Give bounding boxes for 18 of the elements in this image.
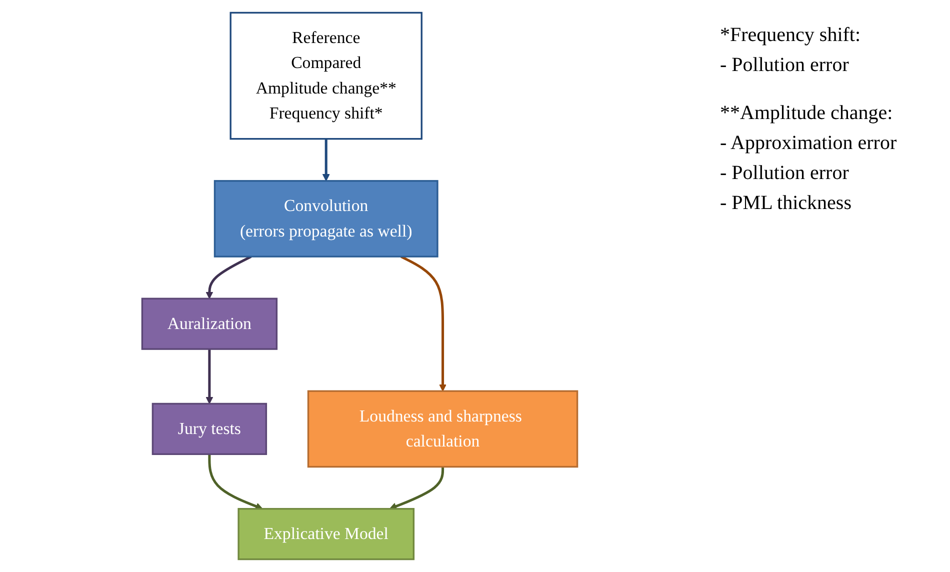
node-box: Loudness and sharpness calculation [308,390,578,468]
arrow [208,454,264,510]
node-box: Reference Compared Amplitude change** Frequency shift* [230,12,423,140]
node-box: Auralization [142,298,278,350]
arrow [400,255,447,392]
arrow [322,138,330,182]
note-item: - Approximation error [720,131,897,156]
note-item: - Pollution error [720,161,850,186]
note-heading: **Amplitude change: [720,101,894,126]
node-box: Jury tests [152,402,268,455]
arrow [206,349,214,404]
node-box: Convolution (errors propagate as well) [214,180,439,258]
arrow [206,255,252,299]
arrow [390,466,444,510]
note-item: - PML thickness [720,191,852,216]
node-box: Explicative Model [238,508,415,560]
note-item: - Pollution error [720,53,850,78]
note-heading: *Frequency shift: [720,23,862,48]
